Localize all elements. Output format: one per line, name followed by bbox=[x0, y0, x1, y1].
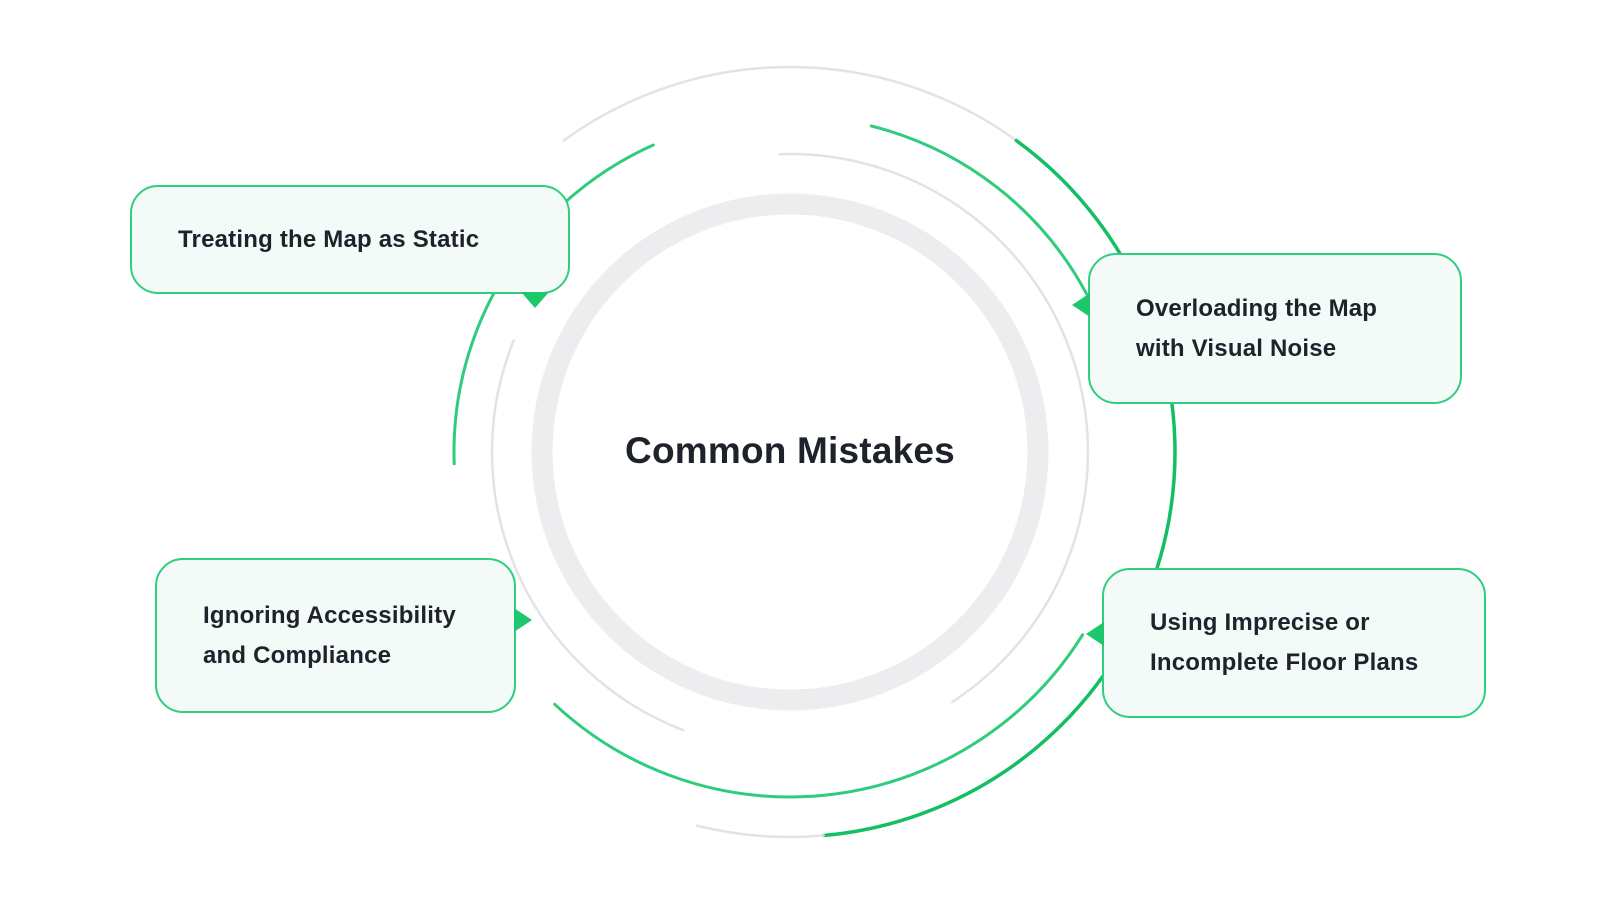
callout-label-line: Incomplete Floor Plans bbox=[1150, 649, 1419, 676]
arc-outer-bottom-gray bbox=[695, 824, 825, 839]
pointer-right-icon bbox=[514, 608, 532, 632]
callout-treating-the-map-as-static: Treating the Map as Static bbox=[130, 185, 570, 308]
callout-label-line: with Visual Noise bbox=[1136, 334, 1337, 362]
callout-label-line: Treating the Map as Static bbox=[178, 225, 480, 253]
arc-inner-left-gray bbox=[490, 339, 685, 732]
center-circle bbox=[531, 193, 1049, 711]
pointer-left-icon bbox=[1086, 622, 1104, 646]
callout-label-line: and Compliance bbox=[203, 641, 392, 669]
arc-outer-top-gray bbox=[562, 65, 1018, 142]
arc-outer-right-green bbox=[821, 138, 1177, 838]
pointer-down-icon bbox=[521, 292, 549, 308]
diagram-title: Common Mistakes bbox=[625, 430, 955, 471]
arc-upper-right-green bbox=[869, 124, 1089, 296]
callout-overloading-the-map-with-visual-noise: Overloading the Map with Visual Noise bbox=[1072, 253, 1462, 404]
pointer-left-icon bbox=[1072, 293, 1090, 317]
callout-label-line: Using Imprecise or bbox=[1150, 609, 1370, 636]
callout-label-line: Ignoring Accessibility bbox=[203, 601, 456, 629]
callout-label-line: Overloading the Map bbox=[1136, 294, 1378, 322]
arc-bottom-green bbox=[553, 633, 1085, 799]
callout-ignoring-accessibility-and-compliance: Ignoring Accessibility and Compliance bbox=[155, 558, 532, 713]
callout-using-imprecise-or-incomplete-floor-plans: Using Imprecise or Incomplete Floor Plan… bbox=[1086, 568, 1486, 718]
arc-inner-right-gray bbox=[778, 152, 1090, 704]
